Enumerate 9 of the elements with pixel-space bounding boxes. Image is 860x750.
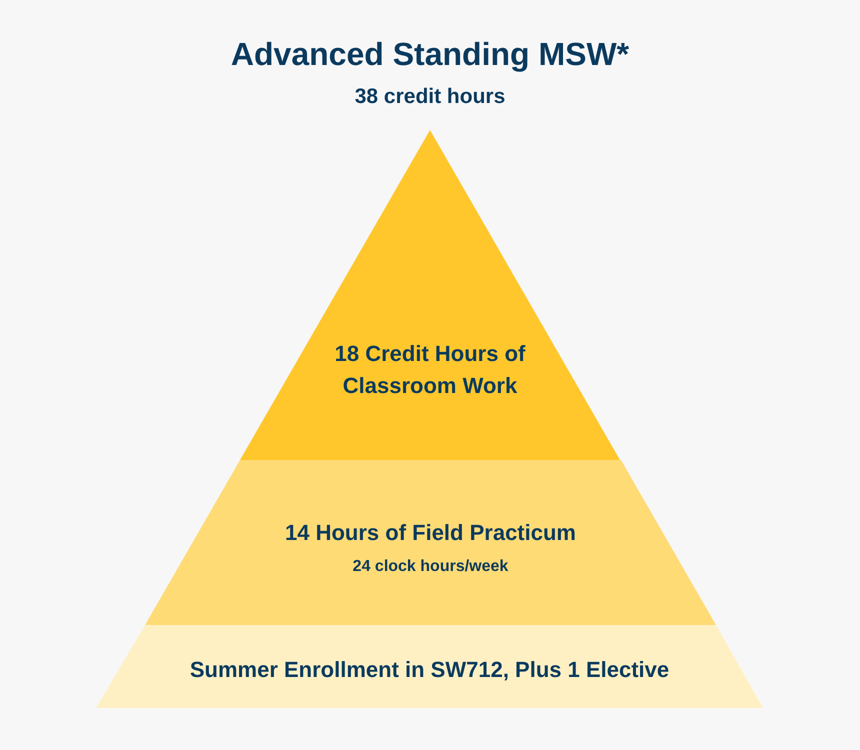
pyramid-tier (96, 625, 763, 708)
pyramid-tier (240, 130, 620, 460)
tier-label: 14 Hours of Field Practicum (284, 519, 577, 547)
tier-label: Summer Enrollment in SW712, Plus 1 Elective (188, 656, 670, 684)
pyramid-tier (145, 460, 716, 625)
tier-sublabel: 24 clock hours/week (352, 557, 508, 577)
tier-label: 18 Credit Hours of Classroom Work (334, 340, 526, 400)
title: Advanced Standing MSW* (230, 35, 630, 74)
subtitle: 38 credit hours (354, 84, 506, 110)
